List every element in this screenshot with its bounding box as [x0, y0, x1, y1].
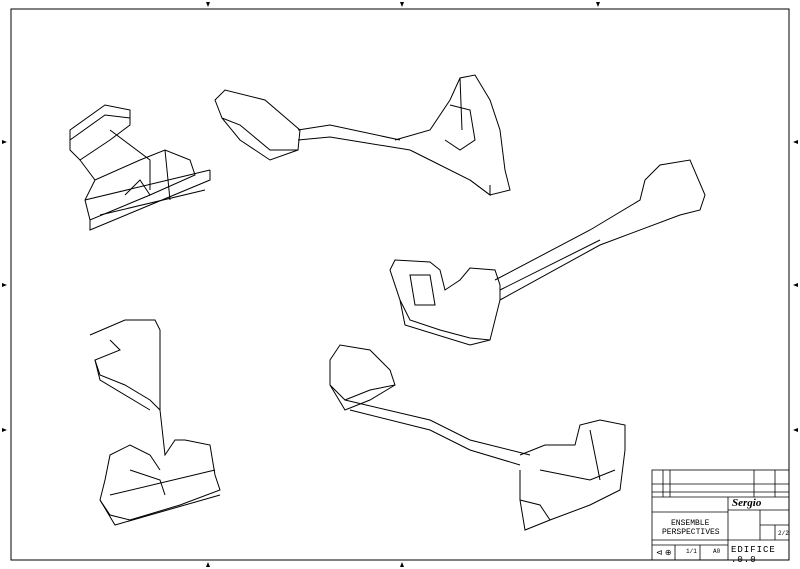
perspective-view-2	[214, 74, 511, 196]
sheet-border	[10, 8, 790, 561]
perspective-view-3	[389, 159, 706, 346]
sheet-format: A0	[713, 548, 721, 555]
sheet-number: 1/1	[686, 548, 697, 555]
drawing-number: EDIFICE .0.0	[731, 545, 776, 565]
title-block	[651, 469, 790, 561]
projection-symbol: ⊲ ⊕	[656, 548, 672, 557]
perspective-view-4	[89, 319, 221, 526]
drawing-title-line2: PERSPECTIVES	[662, 528, 720, 537]
drawing-title-line1: ENSEMBLE	[671, 519, 710, 528]
drawing-index: 2/2	[778, 530, 789, 537]
author-name: Sergio	[732, 497, 762, 509]
perspective-view-5	[329, 344, 626, 531]
perspective-view-1	[69, 104, 211, 231]
